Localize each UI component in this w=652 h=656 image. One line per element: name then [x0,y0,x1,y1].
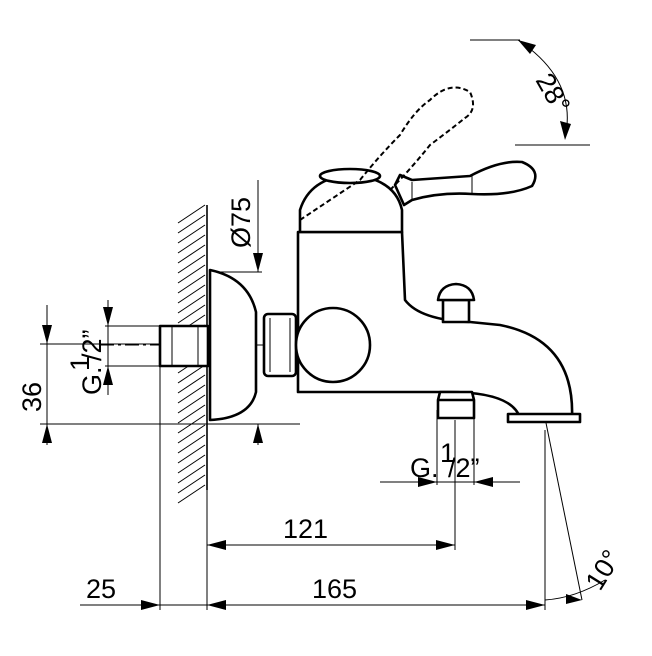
cap-top [318,167,382,185]
svg-text:/2”: /2” [77,329,107,361]
hatch-line [177,364,206,384]
inlet-thread-label: G. 1 /2” [65,329,107,395]
hatch-line [177,224,206,244]
outlet-connector [436,390,476,420]
mixer-body [296,230,574,420]
inlet-nipple [158,324,210,368]
hatch-line [177,274,206,294]
hatch-line [177,294,206,314]
svg-text:/2”: /2” [448,453,480,483]
hatch-line [177,424,206,444]
lever-handle-rotated [299,86,475,221]
dim-165-label: 165 [312,574,357,604]
diverter-stem [441,298,471,324]
dim-36-label: 36 [17,382,47,412]
dim-diameter-label: Ø75 [226,197,256,248]
dimension-lines [42,39,606,610]
hatch-line [177,434,206,454]
svg-text:G.: G. [77,366,107,395]
hatch-line [177,234,206,254]
hatch-line [177,214,206,234]
angle-10-label: 10° [580,545,627,596]
outlet-thread-label: G. 1 /2” [410,438,480,483]
hatch-line [177,244,206,264]
hatch-line [177,464,206,484]
hatch-line [177,204,206,224]
hatch-line [177,454,206,474]
hatch-line [177,284,206,304]
hatch-line [177,394,206,414]
hatch-line [177,254,206,274]
dim-25-label: 25 [86,574,116,604]
svg-text:1: 1 [65,356,95,371]
wall-flange [208,268,258,422]
ball-joint [294,306,372,384]
angle-28-label: 28° [530,68,576,118]
svg-text:1: 1 [440,438,455,468]
hatch-line [177,374,206,394]
hatch-line [177,384,206,404]
svg-text:G.: G. [410,453,439,483]
hatch-line [177,264,206,284]
hatch-line [177,474,206,494]
coupling-nut [262,312,298,378]
hatch-line [177,404,206,424]
diverter-knob [436,282,476,302]
dim-121-label: 121 [283,514,328,544]
hatch-line [177,444,206,464]
hatch-line [177,484,206,504]
lever-handle [393,160,537,207]
hatch-line [177,304,206,324]
spout-tip [506,412,582,424]
